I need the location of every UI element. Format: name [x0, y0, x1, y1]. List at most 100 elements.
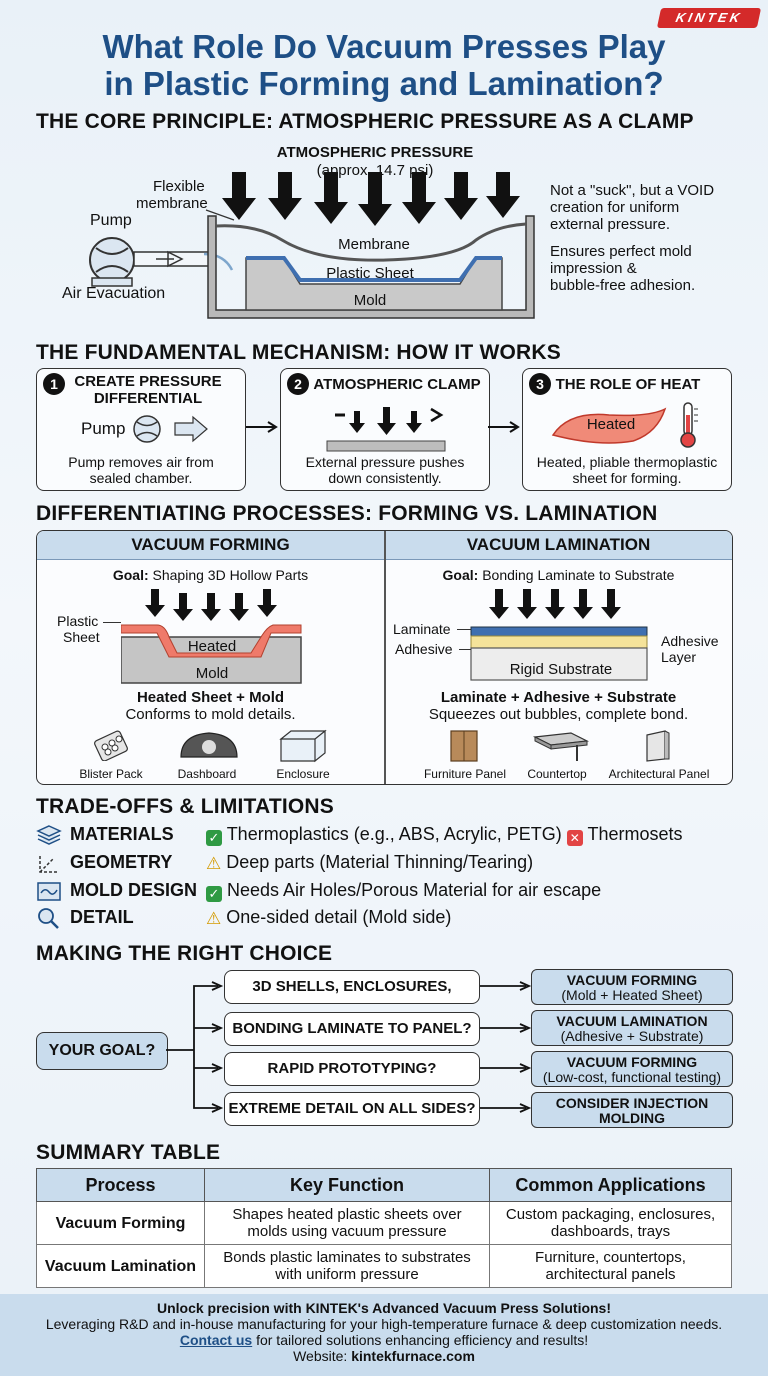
lamination-summary-text: Squeezes out bubbles, complete bond. [428, 706, 689, 723]
tradeoff-mold-design: MOLD DESIGN ✓ Needs Air Holes/Porous Mat… [36, 878, 736, 902]
lamination-summary-bold: Laminate + Adhesive + Substrate [440, 689, 677, 706]
choice-answer-3: VACUUM FORMING(Low-cost, functional test… [531, 1051, 733, 1087]
choice-question-1: 3D SHELLS, ENCLOSURES, TRAYS? [224, 970, 480, 1027]
website-link[interactable]: kintekfurnace.com [351, 1348, 475, 1364]
plastic-sheet-label-2: Sheet [63, 629, 100, 645]
choice-answer-2: VACUUM LAMINATION(Adhesive + Substrate) [531, 1010, 733, 1046]
lamination-diagram [470, 589, 648, 681]
step-3-card: 3 THE ROLE OF HEAT Heated Heated, pliabl… [522, 368, 732, 491]
example-dashboard: Dashboard [177, 767, 237, 781]
pressure-value: (approx. 14.7 psi) [316, 162, 434, 179]
layers-icon [36, 825, 62, 845]
magnifier-icon [38, 908, 59, 929]
membrane-shape [215, 222, 527, 262]
footer-line-2: Leveraging R&D and in-house manufacturin… [45, 1316, 723, 1332]
tradeoff-label: MOLD DESIGN [70, 880, 198, 900]
mold-label: Mold [353, 292, 387, 309]
check-icon: ✓ [206, 886, 222, 902]
tradeoff-extra-text: Thermosets [587, 824, 683, 844]
lamination-title: VACUUM LAMINATION [385, 531, 732, 560]
evacuation-arrow [203, 252, 234, 271]
pressure-arrows [222, 172, 520, 226]
tradeoff-label: MATERIALS [70, 824, 174, 844]
tradeoffs-heading: TRADE-OFFS & LIMITATIONS [36, 795, 334, 818]
pump-icon [133, 415, 208, 443]
tradeoff-text: Deep parts (Material Thinning/Tearing) [226, 852, 534, 872]
brand-logo: KINTEK [656, 8, 762, 28]
choice-answer-1: VACUUM FORMING(Mold + Heated Sheet) [531, 969, 733, 1005]
plastic-sheet-label-1: Plastic [57, 613, 99, 629]
table-row: Vacuum Forming Shapes heated plastic she… [36, 1201, 732, 1245]
adhesive-layer-label-2: Layer [661, 649, 697, 665]
step-3-number: 3 [529, 373, 551, 395]
forming-goal: Goal: Shaping 3D Hollow Parts [112, 567, 309, 583]
membrane-label: Membrane [338, 236, 410, 253]
lamination-goal: Goal: Bonding Laminate to Substrate [442, 567, 675, 583]
process-cell: Vacuum Lamination [36, 1244, 205, 1288]
step-arrow-2 [488, 421, 520, 433]
countertop-icon [532, 732, 590, 761]
summary-table: Process Key Function Common Applications… [36, 1168, 732, 1288]
check-icon: ✓ [206, 830, 222, 846]
adhesive-layer-label-1: Adhesive [661, 633, 719, 649]
tradeoff-text: Needs Air Holes/Porous Material for air … [227, 880, 602, 900]
forming-title: VACUUM FORMING [37, 531, 384, 560]
tradeoff-label: DETAIL [70, 907, 134, 927]
example-furniture-panel: Furniture Panel [423, 767, 507, 781]
step-3-heated-label: Heated [586, 416, 636, 433]
footer-line-3: Contact us for tailored solutions enhanc… [179, 1332, 589, 1348]
heated-sheet-icon [551, 407, 667, 444]
core-heading: THE CORE PRINCIPLE: ATMOSPHERIC PRESSURE… [36, 110, 694, 133]
choice-root: YOUR GOAL? [36, 1032, 168, 1070]
applications-cell: Furniture, countertops,architectural pan… [489, 1244, 732, 1288]
footer: Unlock precision with KINTEK's Advanced … [0, 1294, 768, 1376]
column-header: Process [36, 1168, 205, 1202]
choice-question-3: RAPID PROTOTYPING? [224, 1052, 480, 1086]
forming-summary-text: Conforms to mold details. [125, 706, 296, 723]
step-3-title: THE ROLE OF HEAT [555, 376, 701, 393]
warning-icon: ⚠ [206, 909, 222, 928]
vacuum-press-diagram [89, 172, 535, 319]
title-line-2: in Plastic Forming and Lamination? [104, 65, 664, 102]
furniture-panel-icon [450, 730, 478, 762]
mold-design-icon [37, 882, 61, 901]
page-title: What Role Do Vacuum Presses Play in Plas… [0, 28, 768, 102]
choice-question-2: BONDING LAMINATE TO PANEL? [224, 1012, 480, 1046]
thermometer-icon [680, 402, 698, 448]
process-cell: Vacuum Forming [36, 1201, 205, 1245]
plastic-sheet-shape [246, 256, 502, 282]
example-blister-pack: Blister Pack [79, 767, 143, 781]
clamp-icon [326, 407, 446, 452]
mechanism-heading: THE FUNDAMENTAL MECHANISM: HOW IT WORKS [36, 341, 561, 364]
example-enclosure: Enclosure [276, 767, 330, 781]
step-2-card: 2 ATMOSPHERIC CLAMP External pressure pu… [280, 368, 490, 491]
step-1-number: 1 [43, 373, 65, 395]
air-evacuation-label: Air Evacuation [62, 285, 166, 302]
forming-summary-bold: Heated Sheet + Mold [136, 689, 285, 706]
column-header: Key Function [204, 1168, 490, 1202]
forming-mold-label: Mold [195, 665, 229, 682]
tradeoff-label: GEOMETRY [70, 852, 173, 872]
contact-us-link[interactable]: Contact us [179, 1332, 253, 1348]
geometry-icon [39, 856, 58, 873]
flexible-label-2: membrane [136, 195, 208, 212]
blister-pack-icon [94, 730, 128, 761]
enclosure-icon [279, 729, 327, 763]
step-1-pump-label: Pump [81, 419, 126, 438]
forming-heated-label: Heated [187, 638, 237, 655]
laminate-label: Laminate [393, 621, 451, 637]
tradeoff-materials: MATERIALS ✓ Thermoplastics (e.g., ABS, A… [36, 822, 736, 846]
pump-icon [89, 237, 135, 283]
column-header: Common Applications [489, 1168, 732, 1202]
step-2-number: 2 [287, 373, 309, 395]
forming-diagram [121, 589, 302, 684]
